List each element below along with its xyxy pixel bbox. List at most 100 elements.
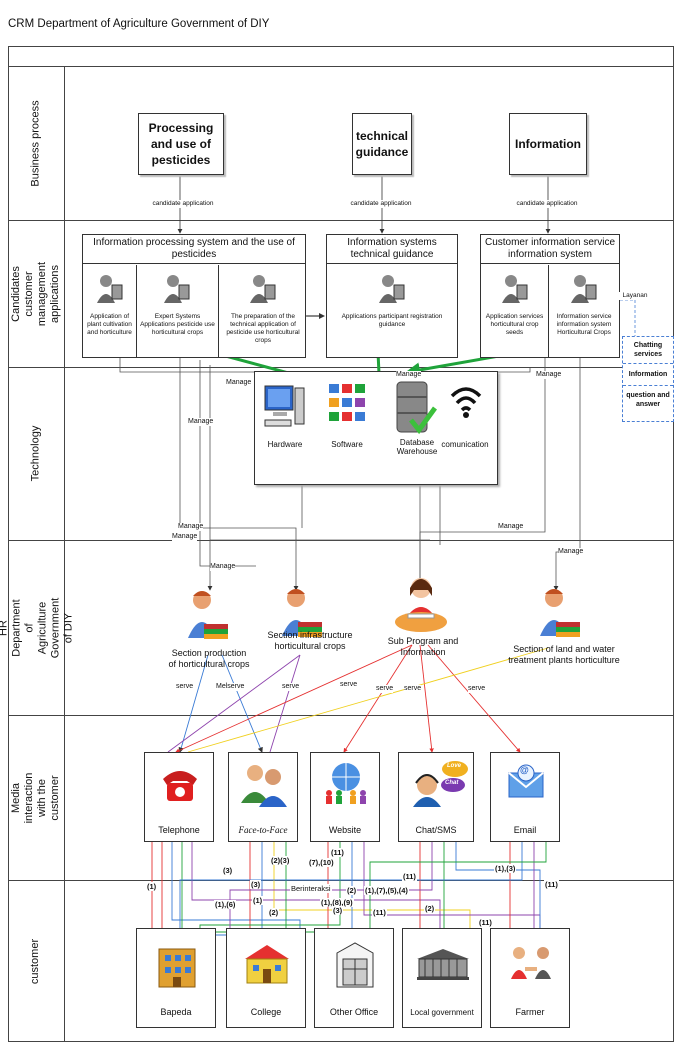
app-cell-label: Application services horticultural crop … <box>485 313 544 336</box>
interaction-number: (1),(3) <box>494 864 517 873</box>
globe-people-icon <box>326 763 366 804</box>
app-cell[interactable]: Information service information system H… <box>549 265 619 357</box>
media-telephone[interactable]: Telephone <box>144 752 214 842</box>
tech-label: comunication <box>441 440 489 449</box>
interaction-number: (2) <box>346 886 358 895</box>
school-icon <box>245 945 289 984</box>
app-system-title: Information processing system and the us… <box>83 235 305 264</box>
at-icon: @ <box>520 765 529 775</box>
interaction-number: (11) <box>402 872 417 881</box>
lane-divider <box>8 367 674 368</box>
app-system-technical-guidance[interactable]: Information systems technical guidance A… <box>326 234 458 358</box>
government-building-icon <box>417 949 469 980</box>
user-computer-icon <box>571 275 597 303</box>
business-box-pesticides[interactable]: Processing and use of pesticides <box>138 113 224 175</box>
customer-label: Local government <box>410 1008 474 1017</box>
interaction-number: (3) <box>250 880 262 889</box>
serve-label: serve <box>468 685 486 693</box>
user-computer-icon <box>250 275 276 303</box>
interaction-number: (11) <box>544 880 559 889</box>
manage-label: Manage <box>178 523 204 531</box>
serve-label: serve <box>282 683 300 691</box>
user-computer-icon <box>164 275 190 303</box>
technology-box: Hardware Software Database Warehouse com… <box>254 371 498 485</box>
user-computer-icon <box>379 275 405 303</box>
interaction-number: (1) <box>146 882 158 891</box>
interaction-number: (11) <box>330 848 345 857</box>
manage-label: Manage <box>226 379 252 387</box>
media-label: Telephone <box>158 825 200 835</box>
customer-label: Other Office <box>329 1007 379 1017</box>
serve-label: serve <box>340 681 358 689</box>
interaction-number: (2)(3) <box>270 856 291 865</box>
services-group: Chatting services Information question a… <box>622 336 674 422</box>
business-box-information[interactable]: Information <box>509 113 587 175</box>
woman-desk-icon <box>395 578 447 632</box>
service-item: question and answer <box>626 392 670 408</box>
app-cell[interactable]: Application services horticultural crop … <box>481 265 549 357</box>
media-face-to-face[interactable]: Face-to-Face <box>228 752 298 842</box>
interaction-number: (11) <box>372 908 387 917</box>
hr-section-label: Sub Program and Information <box>387 636 459 657</box>
interaction-number: (2) <box>424 904 436 913</box>
user-computer-icon <box>502 275 528 303</box>
interaction-number: (11) <box>478 918 493 927</box>
wifi-icon <box>450 387 482 418</box>
manage-label: Manage <box>210 563 236 571</box>
software-icon <box>329 384 365 421</box>
media-label: Chat/SMS <box>415 825 457 835</box>
serve-label: serve <box>176 683 194 691</box>
customer-label: College <box>250 1007 282 1017</box>
computer-icon <box>264 385 305 427</box>
office-building-icon <box>336 942 374 988</box>
manage-label: Manage <box>558 548 584 556</box>
interaction-number: (3) <box>222 866 234 875</box>
media-chat-sms[interactable]: Love Chat Chat/SMS <box>398 752 474 842</box>
header-divider <box>8 66 674 67</box>
lane-divider <box>8 880 674 881</box>
customer-label: Farmer <box>515 1007 545 1017</box>
business-box-technical-guidance[interactable]: technical guidance <box>352 113 412 175</box>
serve-label: Melserve <box>216 683 245 691</box>
lane-divider <box>8 220 674 221</box>
media-website[interactable]: Website <box>310 752 380 842</box>
customer-other-office[interactable]: Other Office <box>314 928 394 1028</box>
chat-agent-icon <box>413 761 468 807</box>
customer-bapeda[interactable]: Bapeda <box>136 928 216 1028</box>
serve-label: serve <box>404 685 422 693</box>
person-books-icon <box>540 589 580 637</box>
customer-college[interactable]: College <box>226 928 306 1028</box>
app-system-customer-info[interactable]: Customer information service information… <box>480 234 620 358</box>
diagram-title: CRM Department of Agriculture Government… <box>8 18 270 30</box>
media-email[interactable]: @ Email <box>490 752 560 842</box>
user-computer-icon <box>97 275 123 303</box>
lane-divider <box>8 540 674 541</box>
manage-label: Manage <box>188 418 214 426</box>
app-cell[interactable]: Application of plant cultivation and hor… <box>83 265 137 357</box>
interaction-number: (1),(6) <box>214 900 237 909</box>
app-system-pesticides[interactable]: Information processing system and the us… <box>82 234 306 358</box>
building-icon <box>158 948 196 988</box>
interaction-number: (1),(8),(9) <box>320 898 354 907</box>
customer-label: Bapeda <box>160 1007 192 1017</box>
app-cell-label: The preparation of the technical applica… <box>226 313 300 344</box>
lane-divider <box>8 715 674 716</box>
customer-farmer[interactable]: Farmer <box>490 928 570 1028</box>
interaction-number: (1) <box>252 896 264 905</box>
hr-section-label: Section production of horticultural crop… <box>168 648 250 669</box>
app-cell[interactable]: Applications participant registration gu… <box>327 265 457 357</box>
interaction-number: (3) <box>332 906 344 915</box>
person-books-icon <box>188 591 228 639</box>
interaction-number: (7),(10) <box>308 858 335 867</box>
app-cell[interactable]: The preparation of the technical applica… <box>219 265 307 357</box>
tech-label: Database Warehouse <box>396 438 438 456</box>
app-cell-label: Application of plant cultivation and hor… <box>87 313 132 336</box>
interaction-label: Berinteraksi <box>290 884 332 893</box>
app-cell[interactable]: Expert Systems Applications pesticide us… <box>137 265 219 357</box>
app-system-title: Information systems technical guidance <box>327 235 457 264</box>
edge-label: candidate application <box>150 200 216 208</box>
customer-local-government[interactable]: Local government <box>402 928 482 1028</box>
handshake-icon <box>511 947 551 979</box>
lane-label-column-divider <box>64 66 65 1042</box>
telephone-icon <box>163 771 197 801</box>
